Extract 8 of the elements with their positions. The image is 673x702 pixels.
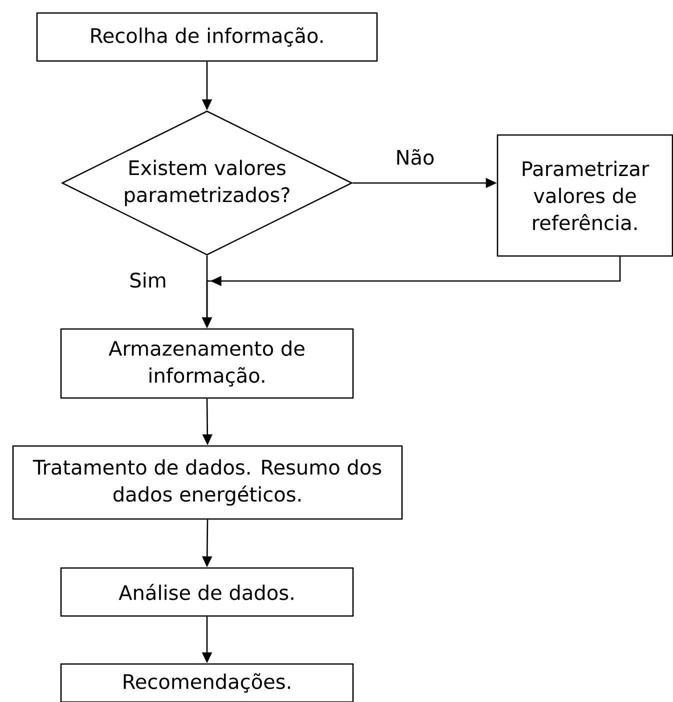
process-box: Armazenamento de informação.: [60, 328, 354, 399]
process-box: Análise de dados.: [60, 567, 354, 617]
edge-label: Não: [394, 148, 436, 166]
process-box: Recolha de informação.: [36, 12, 378, 62]
process-box: Recomendações.: [60, 663, 354, 702]
edge-label: Sim: [128, 271, 168, 289]
process-box: Tratamento de dados. Resumo dos dados energéticos.: [12, 445, 403, 520]
process-box: Parametrizar valores de referência.: [496, 134, 673, 257]
